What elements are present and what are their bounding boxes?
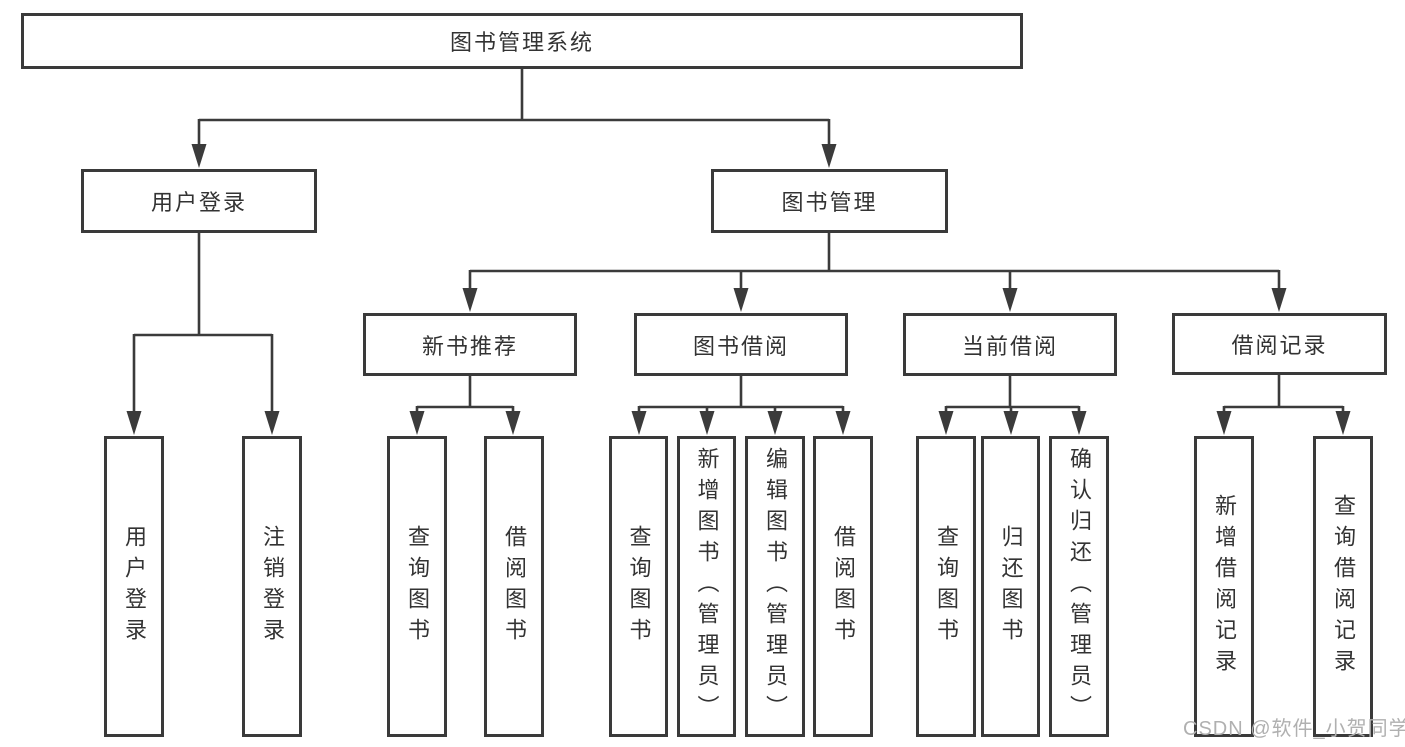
- node-leaf-br-add-record-label: 新增借阅记录: [1212, 493, 1237, 680]
- arrow-into-leaf-br-query-record: [1335, 411, 1351, 435]
- arrow-into-leaf-br-add-record: [1216, 411, 1232, 435]
- edge-book-borrow-to-leaves: [637, 375, 845, 414]
- node-leaf-br-add-record: 新增借阅记录: [1194, 436, 1254, 737]
- arrow-into-leaf-bb-edit-book: [767, 411, 783, 435]
- node-leaf-bb-add-book-label: 新增图书（管理员）: [694, 447, 720, 726]
- arrow-into-leaf-login: [126, 411, 142, 435]
- arrow-into-leaf-cb-query-book: [938, 411, 954, 435]
- arrow-into-new-book-rec: [462, 288, 478, 312]
- node-leaf-rec-borrow-book-label: 借阅图书: [502, 524, 527, 649]
- node-leaf-bb-borrow-book: 借阅图书: [813, 436, 873, 737]
- edge-root-to-level2: [197, 68, 831, 147]
- edge-user-login-to-leaves: [132, 232, 274, 414]
- csdn-watermark: CSDN @软件_小贺同学: [1183, 718, 1405, 740]
- node-root-label: 图书管理系统: [449, 30, 594, 55]
- arrow-into-leaf-logout: [264, 411, 280, 435]
- node-book-borrow: 图书借阅: [634, 313, 848, 376]
- arrow-into-book-borrow: [733, 288, 749, 312]
- edge-borrow-records-to-leaves: [1222, 374, 1345, 414]
- node-leaf-bb-borrow-book-label: 借阅图书: [831, 524, 856, 649]
- node-leaf-cb-return-book: 归还图书: [981, 436, 1040, 737]
- node-leaf-bb-query-book: 查询图书: [609, 436, 668, 737]
- node-leaf-bb-edit-book: 编辑图书（管理员）: [745, 436, 805, 737]
- node-leaf-logout: 注销登录: [242, 436, 302, 737]
- arrow-into-current-borrow: [1002, 288, 1018, 312]
- arrow-heads: [126, 144, 1351, 435]
- node-leaf-br-query-record-label: 查询借阅记录: [1331, 493, 1356, 680]
- node-leaf-rec-borrow-book: 借阅图书: [484, 436, 544, 737]
- node-book-mgmt-label: 图书管理: [781, 190, 878, 215]
- arrow-into-leaf-bb-query-book: [631, 411, 647, 435]
- edge-current-borrow-to-leaves: [944, 375, 1081, 414]
- node-leaf-bb-query-book-label: 查询图书: [626, 524, 652, 649]
- edge-new-book-rec-to-leaves: [415, 375, 515, 414]
- node-new-book-rec: 新书推荐: [363, 313, 577, 376]
- node-leaf-bb-edit-book-label: 编辑图书（管理员）: [763, 447, 788, 726]
- arrow-into-book-mgmt: [821, 144, 837, 168]
- arrow-into-leaf-bb-add-book: [699, 411, 715, 435]
- node-leaf-cb-query-book: 查询图书: [916, 436, 976, 737]
- node-leaf-cb-confirm-return-label: 确认归还（管理员）: [1067, 447, 1092, 726]
- node-user-login-label: 用户登录: [150, 190, 247, 215]
- arrow-into-leaf-rec-borrow-book: [505, 411, 521, 435]
- node-book-mgmt: 图书管理: [711, 169, 948, 233]
- arrow-into-leaf-cb-confirm-return: [1071, 411, 1087, 435]
- arrow-into-borrow-records: [1271, 288, 1287, 312]
- node-root: 图书管理系统: [21, 13, 1023, 69]
- node-current-borrow: 当前借阅: [903, 313, 1117, 376]
- edge-book-mgmt-to-level3: [468, 232, 1281, 291]
- arrow-into-leaf-cb-return-book: [1003, 411, 1019, 435]
- node-leaf-logout-label: 注销登录: [260, 524, 285, 649]
- node-book-borrow-label: 图书借阅: [692, 333, 789, 359]
- node-leaf-cb-return-book-label: 归还图书: [998, 524, 1024, 649]
- arrow-into-user-login: [191, 144, 207, 168]
- arrow-into-leaf-rec-query-book: [409, 411, 425, 435]
- node-current-borrow-label: 当前借阅: [961, 333, 1058, 359]
- node-user-login: 用户登录: [81, 169, 317, 233]
- node-leaf-br-query-record: 查询借阅记录: [1313, 436, 1373, 737]
- node-leaf-cb-confirm-return: 确认归还（管理员）: [1049, 436, 1109, 737]
- node-leaf-bb-add-book: 新增图书（管理员）: [677, 436, 736, 737]
- node-new-book-rec-label: 新书推荐: [421, 333, 518, 359]
- node-borrow-records: 借阅记录: [1172, 313, 1387, 375]
- node-leaf-rec-query-book: 查询图书: [387, 436, 447, 737]
- node-leaf-login-label: 用户登录: [122, 524, 147, 649]
- node-leaf-cb-query-book-label: 查询图书: [934, 524, 959, 649]
- arrow-into-leaf-bb-borrow-book: [835, 411, 851, 435]
- node-leaf-login: 用户登录: [104, 436, 164, 737]
- node-borrow-records-label: 借阅记录: [1231, 333, 1328, 358]
- node-leaf-rec-query-book-label: 查询图书: [405, 524, 430, 649]
